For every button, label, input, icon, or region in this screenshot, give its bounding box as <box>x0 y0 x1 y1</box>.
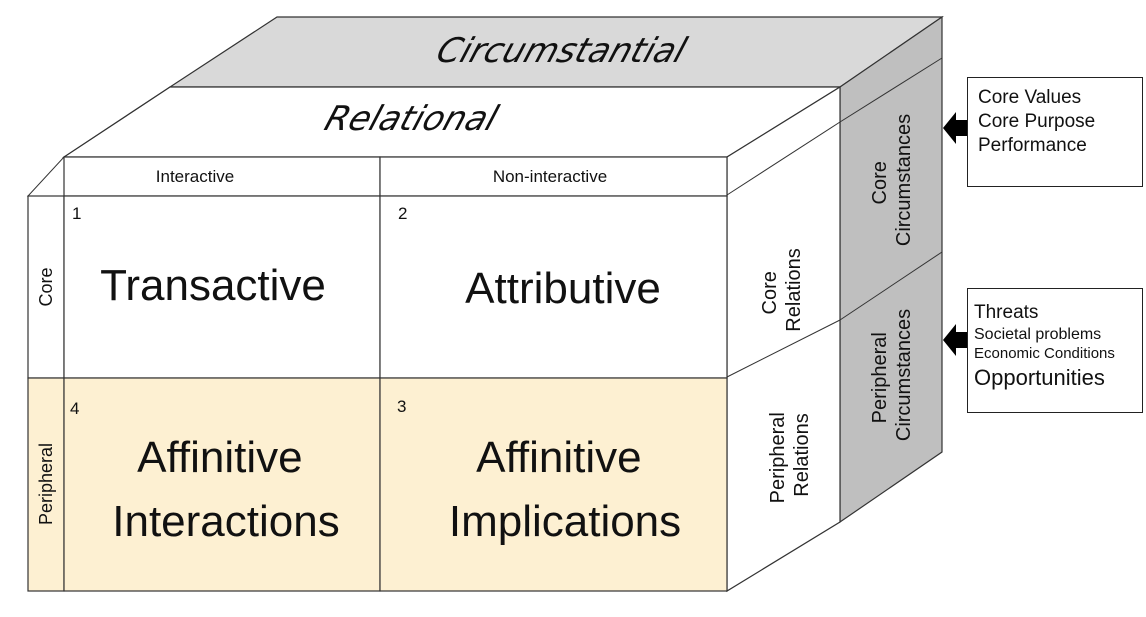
relations-divider <box>726 121 841 196</box>
relations-divider <box>726 319 841 378</box>
arrow-left-icon <box>943 112 968 144</box>
circumstances-divider <box>839 57 943 123</box>
left-strip-top <box>26 155 65 197</box>
cell-number: 3 <box>397 397 406 416</box>
peripheral-circumstances-label: Peripheral Circumstances <box>869 309 915 441</box>
core-relations-label: Core Relations <box>759 248 805 331</box>
cell-number: 2 <box>398 204 407 223</box>
callout-item: Performance <box>978 134 1087 156</box>
circumstances-face <box>839 15 943 524</box>
relations-face <box>726 85 841 593</box>
row-header-peripheral-cell <box>27 377 65 592</box>
cell-affinitive-interactions <box>63 377 381 592</box>
peripheral-relations-label: Peripheral Relations <box>767 407 813 504</box>
callout-item: Core Values <box>978 87 1082 108</box>
cell-label-affinitive-interactions: Affinitive Interactions <box>112 433 339 546</box>
callout-item: Societal problems <box>974 325 1102 343</box>
cell-label-affinitive-implications: Affinitive Implications <box>449 433 681 546</box>
callout-item: Threats <box>974 302 1039 323</box>
cell-attributive <box>379 195 728 379</box>
relational-label: Relational <box>320 100 503 139</box>
core-circumstances-label: Core Circumstances <box>869 114 915 246</box>
core-callout-box: Core Values Core Purpose Performance <box>967 77 1143 187</box>
cell-transactive <box>63 195 381 379</box>
cell-label-transactive: Transactive <box>100 261 326 310</box>
column-header-interactive: Interactive <box>156 167 234 186</box>
cell-number: 4 <box>70 399 79 418</box>
cell-affinitive-implications <box>379 377 728 592</box>
column-header-noninteractive: Non-interactive <box>493 167 607 186</box>
callout-item: Core Purpose <box>978 110 1096 132</box>
cube-edge <box>63 86 171 158</box>
circumstances-divider <box>839 251 943 321</box>
arrow-left-icon <box>943 324 968 356</box>
row-header-peripheral: Peripheral <box>36 443 56 525</box>
row-header-core-cell <box>27 195 65 379</box>
cell-number: 1 <box>72 204 81 223</box>
callout-item: Economic Conditions <box>974 344 1115 362</box>
callout-item: Opportunities <box>974 364 1105 390</box>
peripheral-callout-box: Threats Societal problems Economic Condi… <box>967 288 1143 413</box>
cell-label-attributive: Attributive <box>465 264 661 313</box>
row-header-core: Core <box>36 267 56 306</box>
circumstantial-label: Circumstantial <box>432 32 692 71</box>
